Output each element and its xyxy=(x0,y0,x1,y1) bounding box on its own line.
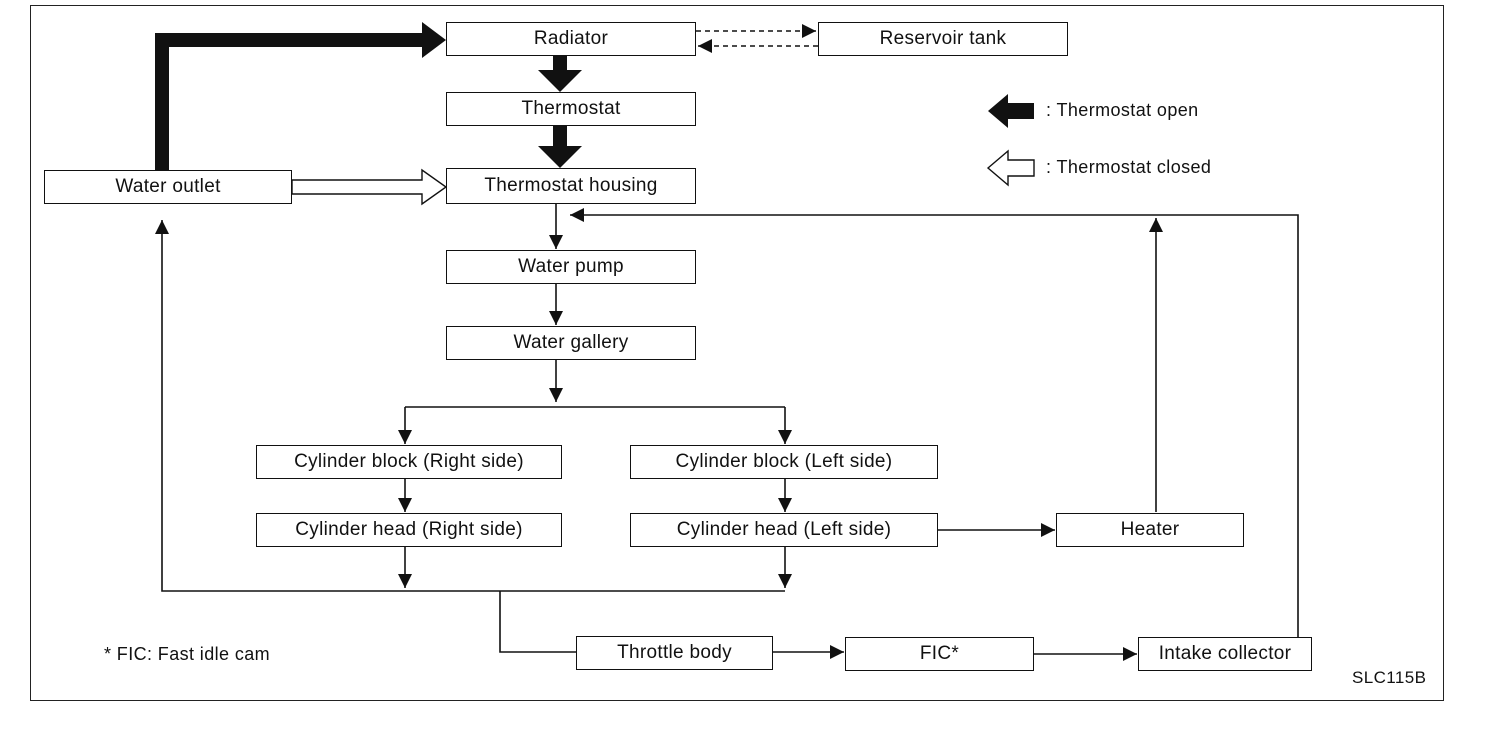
water-pump-label: Water pump xyxy=(518,256,624,277)
water-gallery-box: Water gallery xyxy=(446,326,696,360)
water-gallery-label: Water gallery xyxy=(513,332,629,353)
reservoir-tank-label: Reservoir tank xyxy=(879,28,1007,49)
cylinder-head-right-box: Cylinder head (Right side) xyxy=(256,513,562,547)
water-pump-box: Water pump xyxy=(446,250,696,284)
legend-open-label: : Thermostat open xyxy=(1046,100,1199,120)
line-collector-to-housing xyxy=(570,208,1299,638)
cylinder-head-left-box: Cylinder head (Left side) xyxy=(630,513,938,547)
intake-collector-box: Intake collector xyxy=(1138,637,1312,671)
thermostat-label: Thermostat xyxy=(521,98,621,119)
line-to-throttle-body xyxy=(499,591,576,653)
open-flow-arrowhead-housing xyxy=(538,146,582,168)
open-flow-thermostat-housing xyxy=(553,126,567,148)
footnote: * FIC: Fast idle cam xyxy=(104,644,271,664)
return-line-to-outlet xyxy=(155,220,785,592)
radiator-label: Radiator xyxy=(533,28,609,49)
water-outlet-box: Water outlet xyxy=(44,170,292,204)
throttle-body-box: Throttle body xyxy=(576,636,773,670)
throttle-body-label: Throttle body xyxy=(617,642,732,663)
heater-label: Heater xyxy=(1120,519,1180,540)
cylinder-block-right-box: Cylinder block (Right side) xyxy=(256,445,562,479)
reservoir-tank-box: Reservoir tank xyxy=(818,22,1068,56)
open-flow-arrowhead-radiator xyxy=(422,22,446,58)
radiator-box: Radiator xyxy=(446,22,696,56)
open-flow-outlet-to-radiator xyxy=(155,33,424,170)
fic-label: FIC* xyxy=(919,643,960,664)
figure-code: SLC115B xyxy=(1352,668,1427,687)
cylinder-head-left-label: Cylinder head (Left side) xyxy=(676,519,892,540)
fic-box: FIC* xyxy=(845,637,1034,671)
cylinder-block-left-box: Cylinder block (Left side) xyxy=(630,445,938,479)
closed-flow-outlet-to-housing xyxy=(291,168,448,206)
cylinder-block-left-label: Cylinder block (Left side) xyxy=(675,451,893,472)
open-flow-arrowhead-thermostat xyxy=(538,70,582,92)
thermostat-housing-box: Thermostat housing xyxy=(446,168,696,204)
thermostat-housing-label: Thermostat housing xyxy=(484,175,658,196)
diagram-frame xyxy=(30,5,1444,701)
legend-closed-label: : Thermostat closed xyxy=(1046,157,1212,177)
cylinder-head-right-label: Cylinder head (Right side) xyxy=(295,519,523,540)
intake-collector-label: Intake collector xyxy=(1158,643,1292,664)
legend-open-icon xyxy=(988,94,1034,128)
cylinder-block-right-label: Cylinder block (Right side) xyxy=(294,451,524,472)
legend-closed-icon xyxy=(986,149,1035,187)
heater-box: Heater xyxy=(1056,513,1244,547)
water-outlet-label: Water outlet xyxy=(115,176,221,197)
thermostat-box: Thermostat xyxy=(446,92,696,126)
